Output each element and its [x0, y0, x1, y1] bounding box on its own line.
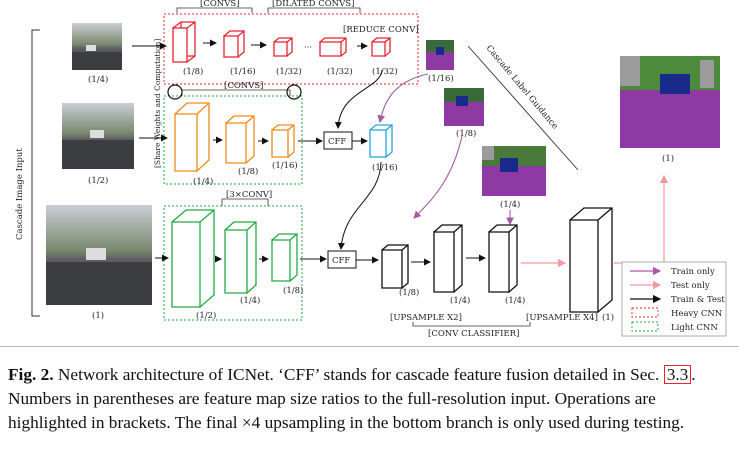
- top-block-4: [318, 37, 347, 57]
- left-bracket: [31, 29, 40, 317]
- caption-text-2: . Numbers in parentheses are feature map…: [8, 365, 696, 432]
- legend: Train only Test only Train & Test Heavy …: [621, 261, 727, 337]
- legend-light-cnn: Light CNN: [671, 323, 718, 333]
- mid-scale-3: (1/16): [272, 160, 298, 171]
- input-scale-full: (1): [92, 310, 104, 321]
- dots-top: ···: [304, 43, 312, 53]
- three-conv-label: [3×CONV]: [226, 190, 272, 200]
- label-map-sixteenth: [426, 40, 454, 70]
- right-block-3: [488, 224, 518, 294]
- light-cnn-box-bot: [163, 205, 303, 321]
- top-scale-1: (1/8): [183, 66, 203, 77]
- top-scale-4: (1/32): [327, 66, 353, 77]
- upsample-x4-label: [UPSAMPLE X4]: [526, 313, 598, 323]
- separator: [0, 346, 739, 347]
- mid-block-1: [174, 102, 210, 173]
- reduce-conv-label: [REDUCE CONV]: [343, 25, 419, 35]
- right-scale-3: (1/4): [505, 295, 525, 306]
- right-scale-1: (1/8): [399, 287, 419, 298]
- legend-train-only: Train only: [671, 267, 715, 277]
- mid-scale-1: (1/4): [193, 176, 213, 187]
- right-block-4: [569, 207, 613, 314]
- bot-scale-2: (1/4): [240, 295, 260, 306]
- bot-scale-3: (1/8): [283, 285, 303, 296]
- top-block-1: [172, 21, 196, 64]
- bot-scale-1: (1/2): [196, 310, 216, 321]
- input-image-quarter: [72, 23, 122, 70]
- legend-train-test: Train & Test: [671, 295, 725, 305]
- figure-caption: Fig. 2. Network architecture of ICNet. ‘…: [8, 363, 732, 435]
- cascade-label-guidance: Cascade Label Guidance: [484, 44, 560, 132]
- label-map-quarter: [482, 146, 546, 196]
- cyan-block: [369, 124, 393, 158]
- caption-text-1: Network architecture of ICNet. ‘CFF’ sta…: [53, 365, 664, 384]
- conv-classifier-label: [CONV CLASSIFIER]: [428, 329, 519, 339]
- dilated-convs-label: [DILATED CONVS]: [272, 0, 354, 9]
- cascade-image-input-label: Cascade Image Input: [15, 148, 25, 240]
- legend-test-only: Test only: [671, 281, 710, 291]
- upsample-x2-label: [UPSAMPLE X2]: [390, 313, 462, 323]
- right-block-2: [433, 224, 463, 294]
- label-scale-sixteenth: (1/16): [428, 73, 454, 84]
- convs-mid-label: [CONVS]: [224, 81, 264, 91]
- label-scale-eighth: (1/8): [456, 128, 476, 139]
- mid-scale-2: (1/8): [238, 166, 258, 177]
- top-block-2: [223, 30, 245, 58]
- input-image-half: [62, 103, 134, 169]
- cff-label-1: CFF: [328, 137, 346, 147]
- input-scale-half: (1/2): [88, 175, 108, 186]
- right-block-1: [381, 244, 409, 290]
- right-scale-4: (1): [602, 312, 614, 323]
- input-scale-quarter: (1/4): [88, 74, 108, 85]
- top-block-3: [273, 37, 293, 57]
- input-image-full: [46, 205, 152, 305]
- legend-heavy-cnn: Heavy CNN: [671, 309, 723, 319]
- label-map-eighth: [444, 88, 484, 126]
- label-scale-quarter: (1/4): [500, 199, 520, 210]
- icnet-architecture-diagram: Cascade Image Input (1/4) (1/2) (1) [CON…: [15, 0, 727, 339]
- top-scale-5: (1/32): [372, 66, 398, 77]
- bot-block-3: [271, 233, 298, 283]
- top-scale-2: (1/16): [230, 66, 256, 77]
- label-scale-full: (1): [662, 153, 674, 164]
- top-block-5: [371, 37, 391, 57]
- label-map-full: [620, 56, 720, 148]
- mid-scale-4: (1/16): [372, 162, 398, 173]
- share-weights-label: [Share Weights and Computation]: [153, 39, 162, 168]
- top-scale-3: (1/32): [276, 66, 302, 77]
- mid-block-3: [271, 124, 295, 158]
- section-ref-link[interactable]: 3.3: [663, 365, 692, 384]
- bot-block-2: [224, 221, 257, 295]
- caption-fig-label: Fig. 2.: [8, 365, 54, 384]
- convs-top-label: [CONVS]: [200, 0, 240, 9]
- bot-block-1: [171, 209, 215, 309]
- mid-block-2: [225, 115, 255, 165]
- right-scale-2: (1/4): [450, 295, 470, 306]
- cff-label-2: CFF: [332, 256, 350, 266]
